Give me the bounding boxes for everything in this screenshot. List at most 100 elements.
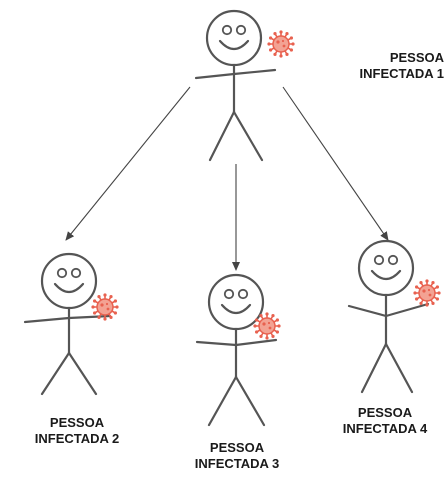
virus-spike-tip xyxy=(267,42,271,46)
leg-left xyxy=(208,110,236,162)
eye-left xyxy=(56,267,68,279)
virus-spike-tip xyxy=(273,52,277,56)
virus-spike-tip xyxy=(289,48,293,52)
head xyxy=(357,239,415,297)
smile xyxy=(53,282,85,294)
virus-spike-tip xyxy=(419,281,423,285)
eye-left xyxy=(221,24,233,36)
virus-spike-tip xyxy=(255,330,259,334)
virus-spike-tip xyxy=(271,314,275,318)
virus-spike-tip xyxy=(419,301,423,305)
virus-spike-tip xyxy=(291,42,295,46)
virus-spike-tip xyxy=(437,291,441,295)
virus-spike-tip xyxy=(277,324,281,328)
virus-spike-tip xyxy=(109,315,113,319)
virus-spike-tip xyxy=(103,317,107,321)
label-person-3-line1: PESSOA xyxy=(209,440,265,455)
virus-spike-tip xyxy=(285,32,289,36)
arm-left xyxy=(194,72,236,80)
virus-spot xyxy=(422,289,426,293)
leg-right xyxy=(232,110,264,162)
virus-spike-tip xyxy=(103,293,107,297)
virus-body xyxy=(272,35,290,53)
label-person-3: PESSOA INFECTADA 3 xyxy=(182,440,292,472)
virus-spike-tip xyxy=(93,299,97,303)
eye-right xyxy=(70,267,82,279)
stick-figure-person-3 xyxy=(195,273,281,427)
virus-spike-tip xyxy=(269,48,273,52)
virus-spike-tip xyxy=(415,285,419,289)
virus-spike-tip xyxy=(425,279,429,283)
head xyxy=(40,252,98,310)
virus-spot xyxy=(427,288,431,292)
virus-icon xyxy=(267,30,295,58)
smile xyxy=(220,303,252,315)
virus-spike-tip xyxy=(265,336,269,340)
arm-right xyxy=(232,68,277,76)
virus-spike-tip xyxy=(431,301,435,305)
virus-spike-tip xyxy=(265,312,269,316)
virus-spike-tip xyxy=(113,311,117,315)
virus-spike-tip xyxy=(413,291,417,295)
virus-body xyxy=(258,317,276,335)
virus-icon xyxy=(413,279,441,307)
virus-spike-tip xyxy=(97,315,101,319)
label-person-1: PESSOA INFECTADA 1 xyxy=(352,50,444,82)
virus-spike-tip xyxy=(255,318,259,322)
stick-figure-person-2 xyxy=(23,252,119,396)
arm-right xyxy=(234,338,278,347)
virus-spike-tip xyxy=(279,54,283,58)
label-person-2-line2: INFECTADA 2 xyxy=(34,431,120,446)
label-person-4-line2: INFECTADA 4 xyxy=(342,421,428,436)
eye-right xyxy=(235,24,247,36)
virus-spike-tip xyxy=(259,334,263,338)
virus-spike-tip xyxy=(289,36,293,40)
virus-spot xyxy=(281,39,285,43)
leg-left xyxy=(207,375,238,427)
virus-spike-tip xyxy=(91,305,95,309)
arm-left xyxy=(347,304,388,318)
virus-spot xyxy=(105,302,109,306)
virus-spike-tip xyxy=(425,303,429,307)
arm-right xyxy=(67,314,112,320)
virus-spot xyxy=(106,307,110,311)
virus-spike-tip xyxy=(435,285,439,289)
virus-spike-tip xyxy=(93,311,97,315)
virus-spike-tip xyxy=(435,297,439,301)
virus-body xyxy=(418,284,436,302)
stick-figure-person-4 xyxy=(347,239,441,394)
virus-spot xyxy=(268,326,272,330)
arrows xyxy=(65,86,389,271)
virus-icon xyxy=(253,312,281,340)
smile xyxy=(218,39,250,51)
virus-spot xyxy=(428,293,432,297)
label-person-3-line2: INFECTADA 3 xyxy=(194,456,280,471)
smile xyxy=(370,269,402,281)
virus-spot xyxy=(276,40,280,44)
arm-left xyxy=(23,316,71,324)
eye-right xyxy=(237,288,249,300)
leg-left xyxy=(360,342,388,394)
virus-spike-tip xyxy=(279,30,283,34)
virus-spike-tip xyxy=(285,52,289,56)
arm-left xyxy=(195,340,238,347)
virus-icon xyxy=(91,293,119,321)
virus-spike-tip xyxy=(431,281,435,285)
virus-spike-tip xyxy=(275,318,279,322)
virus-body xyxy=(96,298,114,316)
leg-right xyxy=(234,375,266,427)
virus-spike-tip xyxy=(273,32,277,36)
label-person-2-line1: PESSOA xyxy=(49,415,105,430)
leg-right xyxy=(67,351,98,396)
label-person-1-line2: INFECTADA 1 xyxy=(359,66,444,81)
virus-spike-tip xyxy=(109,295,113,299)
eye-right xyxy=(387,254,399,266)
label-person-1-line1: PESSOA xyxy=(389,50,444,65)
virus-spot xyxy=(262,322,266,326)
virus-spike-tip xyxy=(113,299,117,303)
virus-spike-tip xyxy=(415,297,419,301)
label-person-4-line1: PESSOA xyxy=(357,405,413,420)
virus-spike-tip xyxy=(253,324,257,328)
